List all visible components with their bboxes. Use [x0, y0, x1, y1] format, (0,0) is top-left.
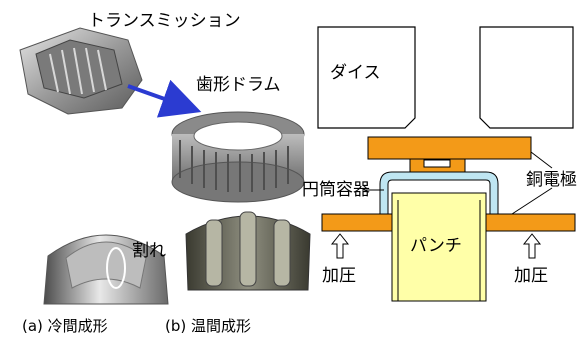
pointer-arrow: [127, 79, 202, 118]
die-right: [479, 26, 574, 129]
crack-marker: [106, 247, 126, 289]
caption-warm-forming: (b) 温間成形: [165, 317, 251, 335]
label-transmission: トランスミッション: [88, 11, 241, 31]
pressure-arrow-left: [330, 233, 350, 259]
pressure-arrow-right: [522, 233, 542, 259]
die-left: [317, 26, 416, 129]
label-pressure-left: 加圧: [322, 266, 356, 286]
transmission-photo: [19, 27, 143, 115]
punch: [391, 192, 487, 302]
label-pressure-right: 加圧: [514, 266, 548, 286]
lower-electrode-right: [485, 213, 576, 232]
gear-drum-photo: [171, 111, 305, 203]
label-gear-drum: 歯形ドラム: [196, 75, 281, 95]
label-die: ダイス: [330, 63, 381, 83]
label-punch: パンチ: [410, 236, 462, 256]
upper-electrode: [367, 136, 532, 160]
label-electrode: 銅電極: [526, 170, 577, 190]
lower-electrode-left: [321, 213, 395, 232]
cold-forming-photo: [43, 234, 169, 305]
label-container: 円筒容器: [302, 180, 370, 200]
caption-cold-forming: (a) 冷間成形: [22, 317, 108, 335]
warm-forming-photo: [185, 211, 311, 291]
label-crack: 割れ: [132, 241, 166, 261]
